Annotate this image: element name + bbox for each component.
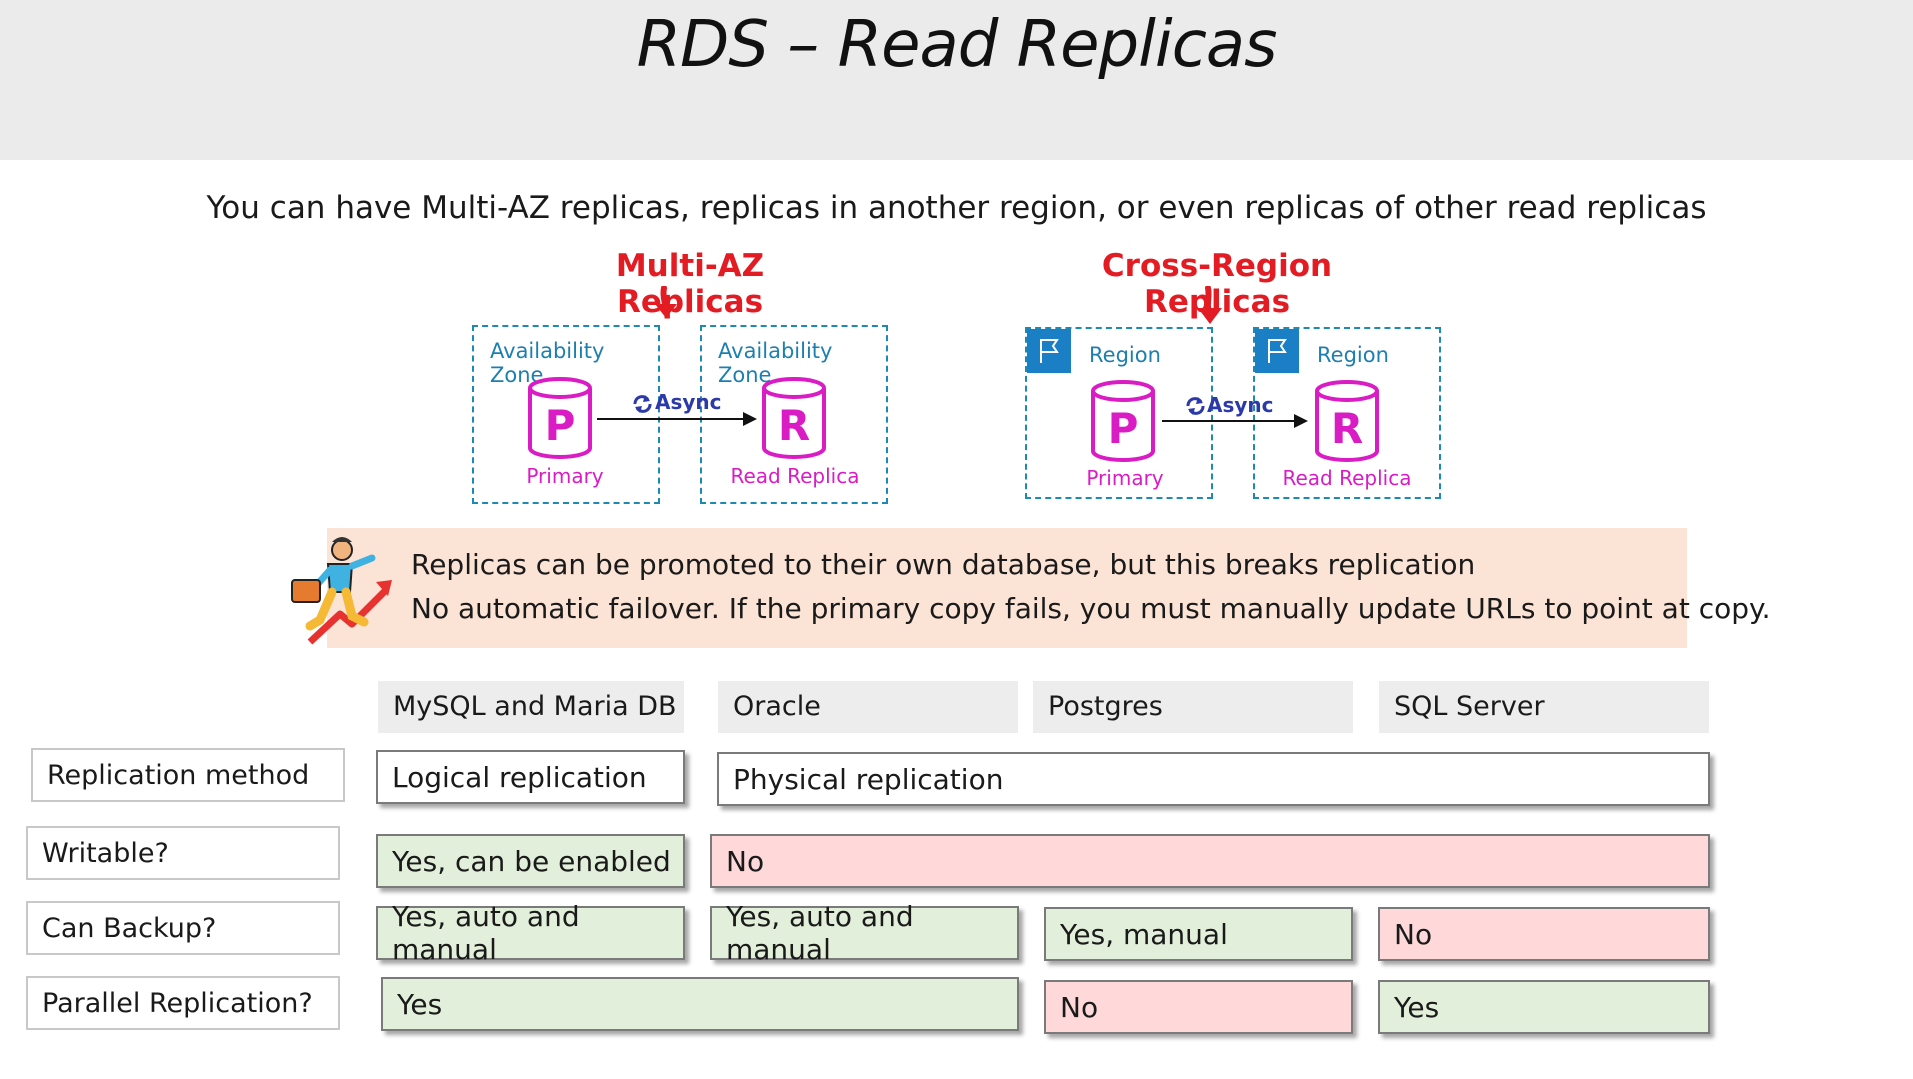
db-letter: R — [1331, 404, 1363, 453]
table-cell: No — [710, 834, 1710, 888]
breaks-replication-text: this breaks replication — [1164, 548, 1476, 581]
zone-label: Availability Zone — [718, 339, 833, 387]
page-title: RDS – Read Replicas — [636, 8, 1278, 82]
primary-label: Primary — [526, 464, 604, 488]
arrow-icon — [1162, 414, 1308, 428]
column-header-mysql: MySQL and Maria DB — [378, 681, 684, 733]
flag-icon — [1027, 329, 1071, 373]
database-icon: P — [528, 377, 592, 459]
red-down-arrow-icon — [655, 286, 677, 318]
callout-line-2: No automatic failover. If the primary co… — [411, 592, 1771, 625]
red-down-arrow-icon — [1198, 286, 1222, 324]
flag-icon — [1255, 329, 1299, 373]
read-replica-label: Read Replica — [1282, 466, 1412, 490]
table-cell: No — [1378, 907, 1710, 961]
table-cell: Yes, auto and manual — [376, 900, 685, 966]
table-cell: No — [1044, 980, 1353, 1034]
row-label-parallel-replication: Parallel Replication? — [26, 976, 340, 1030]
region-primary: Region — [1025, 327, 1213, 499]
async-label: Async — [1207, 393, 1274, 417]
table-cell: Physical replication — [717, 752, 1710, 806]
database-icon: R — [1315, 380, 1379, 462]
primary-label: Primary — [1086, 466, 1164, 490]
availability-zone-replica: Availability Zone — [700, 325, 888, 504]
callout-line-1: Replicas can be promoted to their own da… — [411, 548, 1475, 581]
table-cell: Yes, auto and manual — [710, 900, 1019, 966]
sync-icon — [633, 395, 652, 413]
sync-icon — [1186, 397, 1205, 415]
promotion-person-icon — [291, 537, 392, 645]
region-replica: Region — [1253, 327, 1441, 499]
promoted-text: Replicas can be promoted — [411, 548, 776, 581]
multi-az-heading: Multi-AZ Replicas — [615, 248, 765, 320]
read-replica-label: Read Replica — [730, 464, 860, 488]
arrow-icon — [597, 412, 757, 426]
region-label: Region — [1317, 343, 1389, 367]
database-icon: P — [1091, 380, 1155, 462]
db-letter: P — [545, 401, 576, 450]
table-cell: Yes — [1378, 980, 1710, 1034]
column-header-sql-server: SQL Server — [1379, 681, 1709, 733]
callout-mid-text: to their own database, but — [775, 548, 1165, 581]
promotion-callout — [327, 528, 1687, 648]
row-label-writable: Writable? — [26, 826, 340, 880]
database-icon: R — [762, 377, 826, 459]
region-label: Region — [1089, 343, 1161, 367]
row-label-replication-method: Replication method — [31, 748, 345, 802]
async-label: Async — [655, 390, 722, 414]
cross-region-heading: Cross-Region Replicas — [1101, 248, 1333, 320]
table-cell: Yes, manual — [1044, 907, 1353, 961]
title-bar — [0, 0, 1913, 160]
db-letter: R — [778, 401, 810, 450]
table-cell: Logical replication — [376, 750, 685, 804]
db-letter: P — [1108, 404, 1139, 453]
subtitle: You can have Multi-AZ replicas, replicas… — [206, 190, 1707, 226]
table-cell: Yes — [381, 977, 1019, 1031]
row-label-can-backup: Can Backup? — [26, 901, 340, 955]
column-header-oracle: Oracle — [718, 681, 1018, 733]
column-header-postgres: Postgres — [1033, 681, 1353, 733]
table-cell: Yes, can be enabled — [376, 834, 685, 888]
